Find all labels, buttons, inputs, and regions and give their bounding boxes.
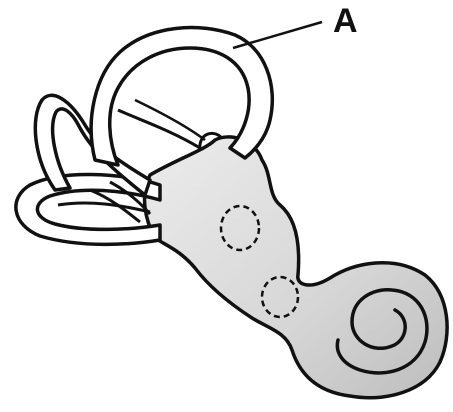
vestibule-body [145, 137, 448, 398]
label-a: A [333, 2, 358, 40]
label-a-leader-line [233, 22, 322, 48]
semicircular-canal-superior [91, 28, 272, 165]
canal-ridge-1 [58, 203, 150, 212]
